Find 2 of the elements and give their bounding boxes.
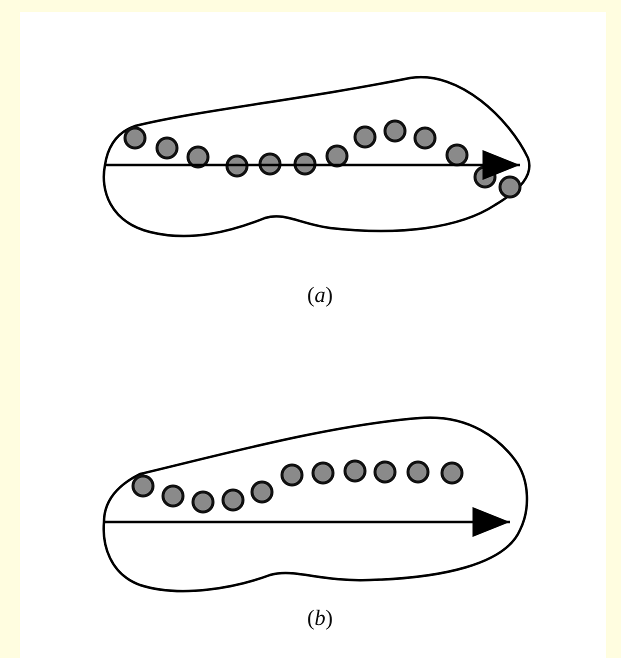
panel-label: (b) [306, 605, 334, 631]
panel-label: (a) [306, 282, 334, 308]
